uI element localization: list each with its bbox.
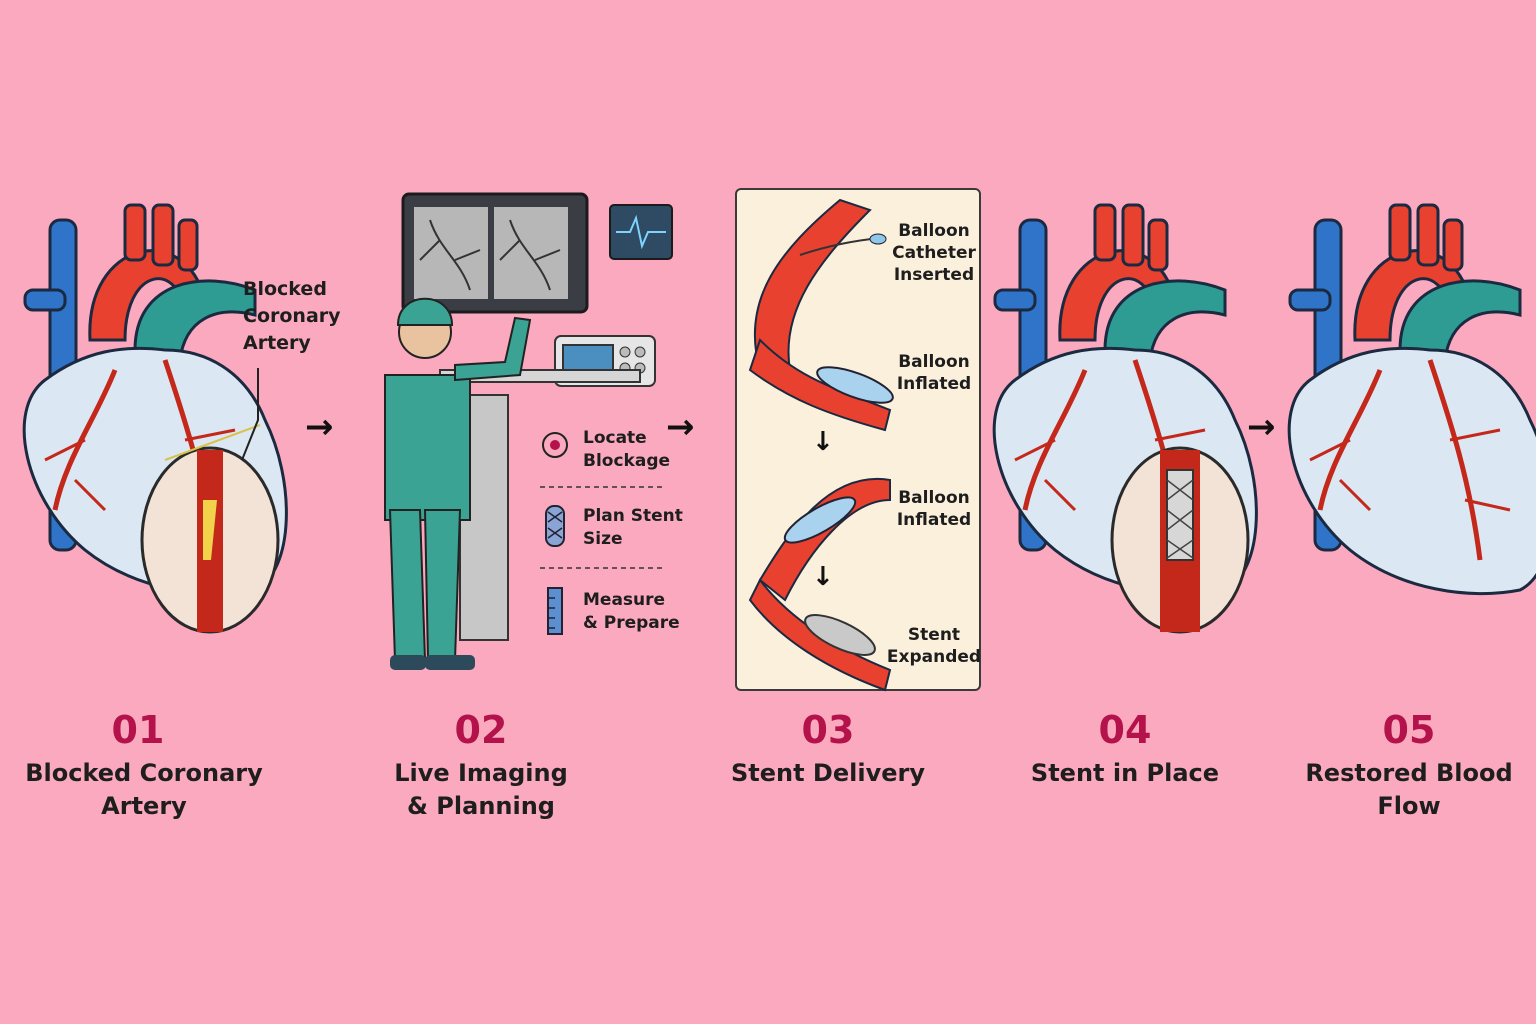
flow-arrow-icon: → xyxy=(1247,407,1276,447)
blocked-artery-callout: Blocked Coronary Artery xyxy=(243,276,341,357)
step-number-04: 04 xyxy=(1098,708,1152,752)
step-number-03: 03 xyxy=(801,708,855,752)
stent-icon xyxy=(545,505,565,547)
delivery-label-line2: Inflated xyxy=(896,510,972,530)
callout-line xyxy=(241,368,259,461)
step-label-05: Restored Blood Flow xyxy=(1279,757,1536,823)
down-arrow-icon: ↓ xyxy=(812,562,834,592)
step-label-04: Stent in Place xyxy=(995,757,1255,790)
planning-item-line2: & Prepare xyxy=(583,613,680,633)
step-label-02: Live Imaging & Planning xyxy=(351,757,611,823)
step-label-line1: Stent in Place xyxy=(1030,759,1220,787)
planning-item-plan-stent: Plan Stent Size xyxy=(583,505,693,551)
step-label-line2: Artery xyxy=(101,792,187,820)
delivery-label-inflated-2: Balloon Inflated xyxy=(884,487,984,531)
step-number-02: 02 xyxy=(454,708,508,752)
callout-line-1: Blocked xyxy=(243,278,327,300)
step-label-line1: Stent Delivery xyxy=(730,759,925,787)
step-label-line1: Restored Blood xyxy=(1305,759,1513,787)
delivery-label-catheter: Balloon Catheter Inserted xyxy=(884,220,984,286)
planning-item-measure: Measure & Prepare xyxy=(583,589,693,635)
planning-item-line2: Blockage xyxy=(583,451,671,471)
step-label-line2: & Planning xyxy=(407,792,555,820)
callout-line-2: Coronary xyxy=(243,305,341,327)
delivery-label-line1: Balloon xyxy=(898,352,970,372)
imaging-station-illustration xyxy=(384,192,673,670)
planning-item-line1: Measure xyxy=(583,590,666,610)
step-label-03: Stent Delivery xyxy=(698,757,958,790)
step-label-01: Blocked Coronary Artery xyxy=(14,757,274,823)
step-number-05: 05 xyxy=(1382,708,1436,752)
delivery-label-line1: Balloon xyxy=(898,488,970,508)
step-number-01: 01 xyxy=(111,708,165,752)
planning-item-locate: Locate Blockage xyxy=(583,427,693,473)
delivery-label-expanded: Stent Expanded xyxy=(884,624,984,668)
planning-item-line1: Locate xyxy=(583,428,647,448)
delivery-label-line2: Inflated xyxy=(896,374,972,394)
heart-blocked-illustration xyxy=(24,205,286,634)
delivery-label-line3: Inserted xyxy=(893,265,975,285)
target-icon xyxy=(542,432,568,458)
step-label-line2: Flow xyxy=(1377,792,1441,820)
ruler-icon xyxy=(547,587,563,635)
delivery-label-line1: Balloon xyxy=(898,221,970,241)
delivery-label-line1: Stent xyxy=(907,625,961,645)
down-arrow-icon: ↓ xyxy=(812,427,834,457)
planning-item-line2: Size xyxy=(583,529,623,549)
delivery-label-inflated-1: Balloon Inflated xyxy=(884,351,984,395)
planning-item-line1: Plan Stent xyxy=(583,506,683,526)
step-label-line1: Live Imaging xyxy=(394,759,568,787)
flow-arrow-icon: → xyxy=(305,407,334,447)
step-label-line1: Blocked Coronary xyxy=(25,759,263,787)
heart-stent-illustration xyxy=(994,205,1256,634)
delivery-label-line2: Catheter xyxy=(892,243,976,263)
flow-arrow-icon: → xyxy=(666,407,695,447)
delivery-label-line2: Expanded xyxy=(886,647,982,667)
callout-line-3: Artery xyxy=(243,332,311,354)
